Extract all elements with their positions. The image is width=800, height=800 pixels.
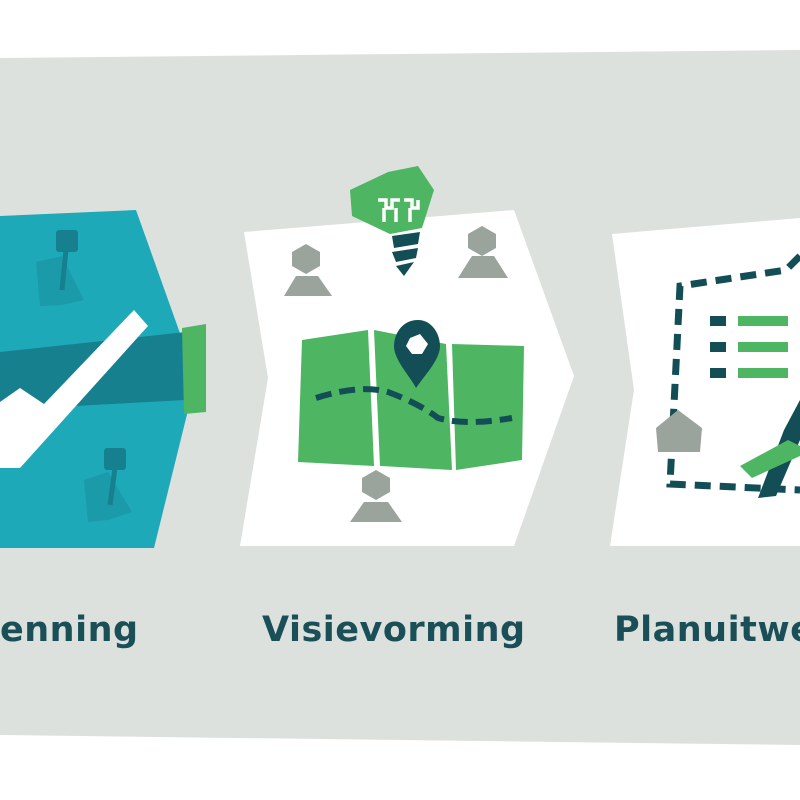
pushpin-icon bbox=[84, 448, 132, 522]
set-square-icon bbox=[740, 400, 800, 498]
location-pin-icon bbox=[394, 320, 440, 388]
pushpin-icon bbox=[36, 230, 84, 306]
step-label-1: enning bbox=[0, 610, 139, 650]
white-card-3 bbox=[610, 218, 800, 546]
person-icon bbox=[350, 470, 402, 522]
person-icon bbox=[458, 226, 508, 278]
checkmark-icon bbox=[0, 310, 148, 468]
step-card-3 bbox=[610, 218, 800, 546]
checklist-icon bbox=[710, 316, 788, 378]
person-icon bbox=[656, 410, 702, 452]
step-card-2 bbox=[240, 166, 574, 546]
lightbulb-icon bbox=[350, 166, 434, 276]
step-label-2: Visievorming bbox=[262, 610, 526, 650]
green-flap bbox=[182, 324, 206, 414]
person-icon bbox=[284, 244, 332, 296]
dashed-frame-icon bbox=[666, 253, 800, 494]
step-card-1 bbox=[0, 210, 206, 548]
step-label-3: Planuitwe bbox=[614, 610, 800, 650]
dashed-route-icon bbox=[315, 386, 513, 425]
